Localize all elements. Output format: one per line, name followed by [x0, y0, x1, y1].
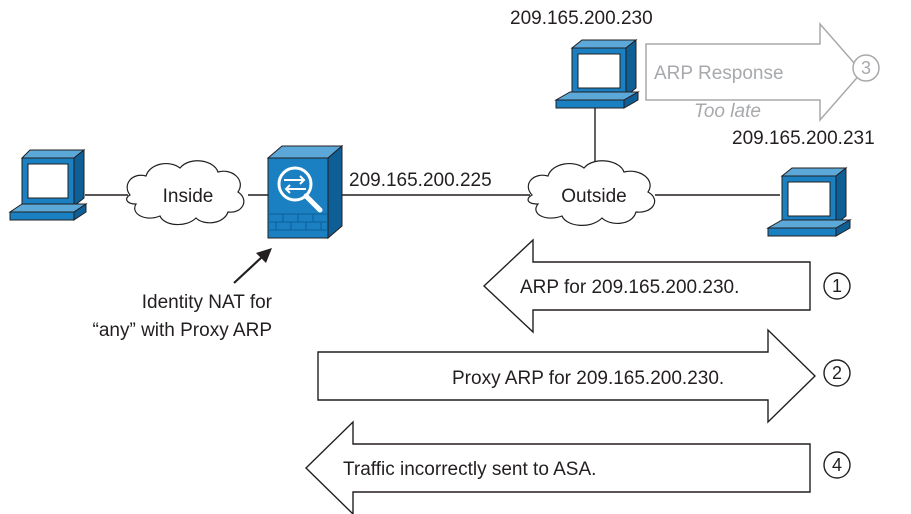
top-host-icon: [554, 38, 640, 109]
arp-request-arrow: ARP for 209.165.200.230.: [482, 238, 811, 334]
step-1-number: 1: [832, 276, 842, 296]
top-host-ip: 209.165.200.230: [510, 8, 653, 29]
arp-response-arrow: ARP Response: [645, 22, 863, 122]
asa-callout-line2: “any” with Proxy ARP: [93, 320, 273, 341]
step-3-number: 3: [861, 58, 871, 78]
traffic-arrow: Traffic incorrectly sent to ASA.: [304, 420, 811, 514]
right-host-ip: 209.165.200.231: [732, 128, 875, 149]
asa-firewall-icon: [266, 144, 344, 240]
proxy-arp-arrow: Proxy ARP for 209.165.200.230.: [317, 328, 817, 424]
proxy-arp-label: Proxy ARP for 209.165.200.230.: [452, 368, 724, 389]
step-1-badge: 1: [823, 272, 851, 300]
arp-response-label: ARP Response: [654, 63, 784, 84]
inside-cloud-label: Inside: [163, 186, 214, 207]
traffic-label: Traffic incorrectly sent to ASA.: [343, 459, 596, 480]
step-3-badge: 3: [852, 54, 880, 82]
step-4-badge: 4: [823, 451, 851, 479]
network-links: [85, 103, 780, 196]
step-2-badge: 2: [823, 359, 851, 387]
step-2-number: 2: [832, 363, 842, 383]
outside-cloud-label: Outside: [561, 186, 626, 207]
step-4-number: 4: [832, 455, 842, 475]
asa-outside-ip: 209.165.200.225: [349, 170, 492, 191]
arp-request-label: ARP for 209.165.200.230.: [520, 277, 739, 298]
too-late-note: Too late: [694, 101, 761, 122]
inside-host-icon: [8, 148, 88, 221]
asa-callout-arrow: [233, 248, 272, 284]
right-host-icon: [766, 166, 852, 237]
outside-cloud: Outside: [527, 160, 656, 226]
asa-callout-line1: Identity NAT for: [142, 292, 273, 313]
inside-cloud: Inside: [126, 160, 245, 226]
